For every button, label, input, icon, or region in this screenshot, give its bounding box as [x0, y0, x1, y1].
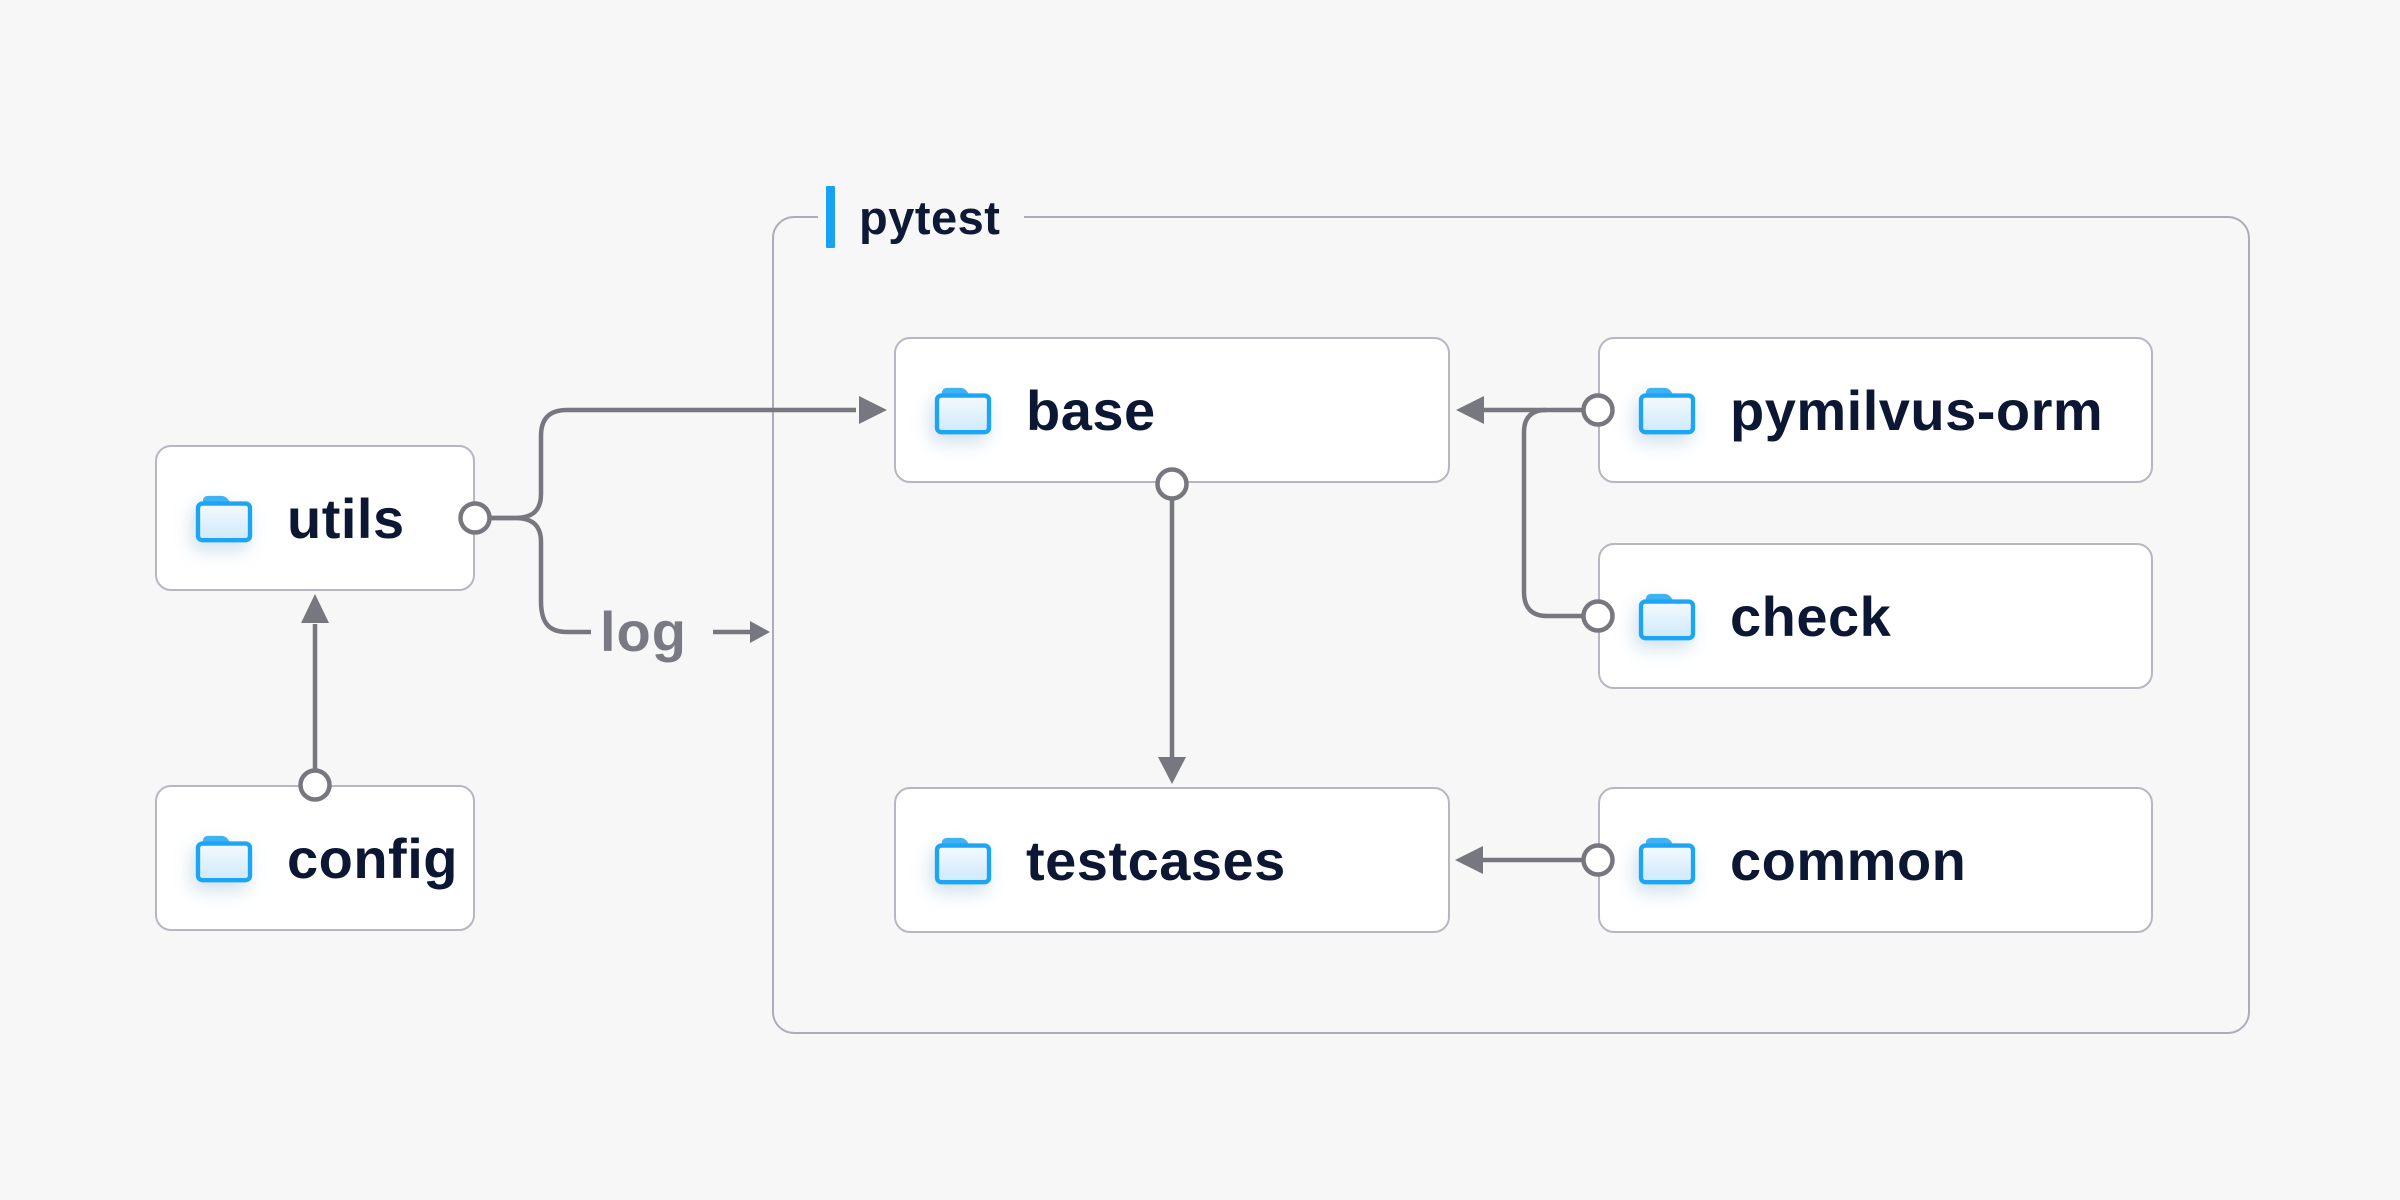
node-base: base: [894, 337, 1450, 483]
folder-icon: [934, 387, 992, 435]
folder-icon: [1638, 593, 1696, 641]
node-config-label: config: [287, 826, 458, 890]
node-common: common: [1598, 787, 2153, 933]
node-check-label: check: [1730, 584, 1892, 648]
folder-icon: [195, 495, 253, 543]
node-testcases: testcases: [894, 787, 1450, 933]
node-pymilvus-orm-label: pymilvus-orm: [1730, 378, 2104, 442]
pytest-group-title: pytest: [859, 190, 1001, 244]
node-check: check: [1598, 543, 2153, 689]
pytest-group-label: pytest: [818, 184, 1025, 250]
node-pymilvus-orm: pymilvus-orm: [1598, 337, 2153, 483]
pytest-group-box: [772, 216, 2250, 1034]
node-utils: utils: [155, 445, 475, 591]
edge-label-log: log: [600, 600, 687, 663]
accent-bar-icon: [826, 186, 835, 248]
node-config: config: [155, 785, 475, 931]
arrowhead-into-utils: [301, 594, 329, 623]
node-base-label: base: [1026, 378, 1156, 442]
folder-icon: [195, 835, 253, 883]
folder-icon: [1638, 837, 1696, 885]
node-common-label: common: [1730, 828, 1967, 892]
folder-icon: [934, 837, 992, 885]
node-utils-label: utils: [287, 486, 405, 550]
arrowhead-log: [750, 621, 770, 643]
node-testcases-label: testcases: [1026, 828, 1286, 892]
edge-utils-log: [490, 515, 591, 635]
folder-icon: [1638, 387, 1696, 435]
